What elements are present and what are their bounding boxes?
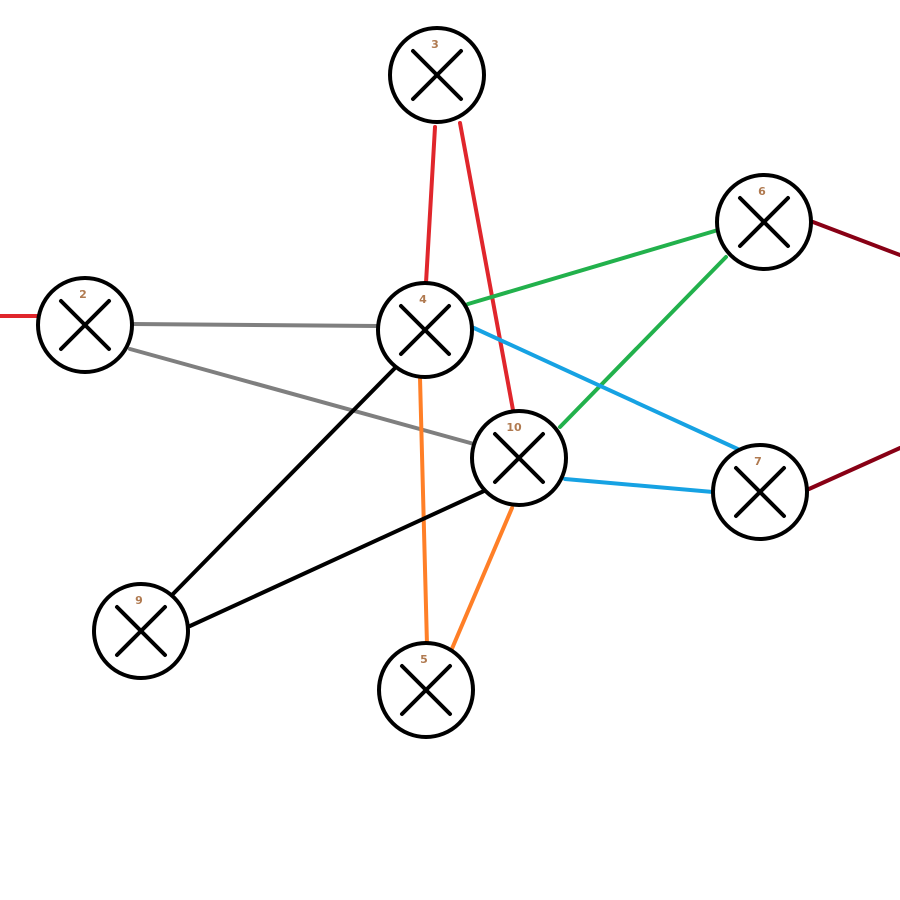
node-3: 3 <box>388 26 486 124</box>
node-9: 9 <box>92 582 190 680</box>
node-label: 7 <box>754 455 762 468</box>
node-label: 10 <box>506 421 522 434</box>
edge-2-10 <box>128 347 476 446</box>
edge-2-4 <box>130 322 380 328</box>
node-10: 10 <box>470 409 568 507</box>
node-label: 9 <box>135 594 143 607</box>
nodes-layer: 2 3 4 5 6 7 9 10 <box>36 26 813 739</box>
edge-7-offscreen-right <box>807 446 900 491</box>
edge-4-9 <box>170 366 397 597</box>
cross-icon <box>411 49 463 101</box>
edge-3-4 <box>424 125 437 285</box>
cross-icon <box>59 299 111 351</box>
node-label: 5 <box>420 653 428 666</box>
edge-10-6 <box>558 255 728 429</box>
node-5: 5 <box>377 641 475 739</box>
node-2: 2 <box>36 276 134 374</box>
edge-10-9 <box>188 489 486 628</box>
node-label: 4 <box>419 293 427 306</box>
edge-3-10 <box>458 121 515 412</box>
node-6: 6 <box>715 173 813 271</box>
edge-10-5 <box>449 506 514 653</box>
cross-icon <box>115 605 167 657</box>
edge-6-offscreen-right <box>811 220 900 257</box>
node-label: 2 <box>79 288 87 301</box>
cross-icon <box>493 432 545 484</box>
cross-icon <box>399 304 451 356</box>
node-4: 4 <box>376 281 474 379</box>
cross-icon <box>738 196 790 248</box>
node-label: 3 <box>431 38 439 51</box>
edges-layer <box>0 121 900 653</box>
node-7: 7 <box>711 443 809 541</box>
cross-icon <box>400 664 452 716</box>
node-label: 6 <box>758 185 766 198</box>
edge-4-5 <box>418 376 429 647</box>
edge-4-7 <box>472 326 744 453</box>
edge-10-7 <box>563 477 715 494</box>
cross-icon <box>734 466 786 518</box>
edge-4-6 <box>466 228 720 306</box>
